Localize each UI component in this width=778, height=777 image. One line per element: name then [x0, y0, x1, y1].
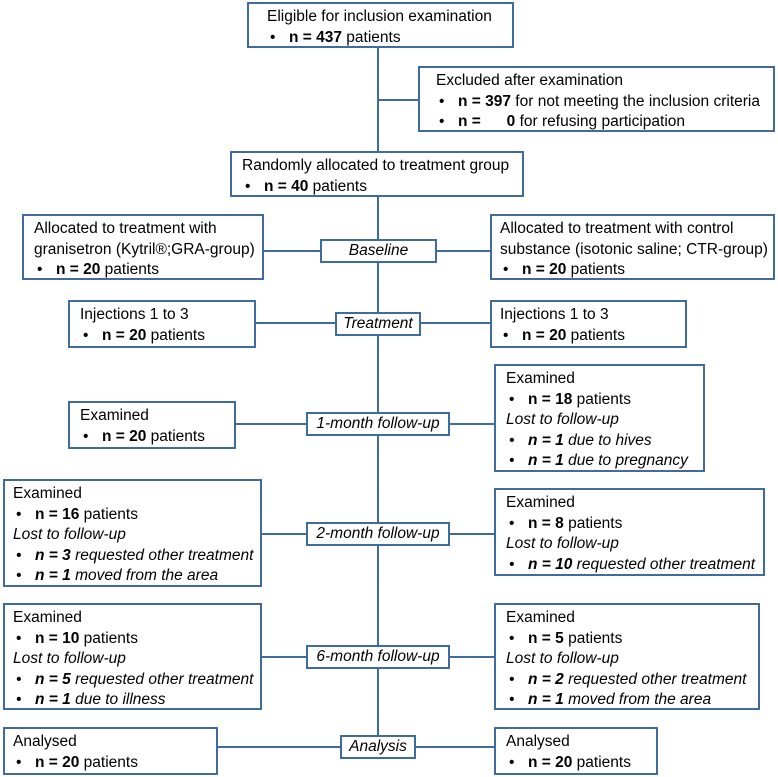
ctr-month6-title: Examined	[506, 609, 575, 626]
ctr-month2-title: Examined	[506, 494, 575, 511]
reason-text: due to illness	[70, 691, 166, 708]
gra-analysed-box: Analysed n = 20 patients	[3, 727, 218, 775]
excluded-title: Excluded after examination	[436, 72, 623, 89]
reason-count: n = 2	[528, 670, 564, 688]
reason-text: moved from the area	[563, 691, 712, 708]
ctr-month6-box: Examined n = 5 patients Lost to follow-u…	[494, 603, 760, 710]
eligible-count: n = 437 patients	[267, 28, 502, 49]
ctr-month2-box: Examined n = 8 patients Lost to follow-u…	[494, 488, 765, 576]
gra-injections-count: n = 20 patients	[80, 326, 244, 347]
reason-count: n = 1	[35, 567, 71, 584]
gra-month6-box: Examined n = 10 patients Lost to follow-…	[3, 603, 262, 710]
reason-count: n = 1	[528, 431, 564, 449]
ctr-month2-reason: n = 10 requested other treatment	[506, 555, 756, 576]
gra-month6-reason: n = 5 requested other treatment	[13, 670, 253, 691]
ctr-month1-count: n = 18 patients	[506, 390, 693, 411]
ctr-analysed-title: Analysed	[506, 733, 570, 750]
randomized-title: Randomly allocated to treatment group	[242, 157, 510, 174]
reason-text: due to hives	[563, 431, 652, 449]
reason-text: requested other treatment	[572, 555, 756, 573]
gra-month1-count: n = 20 patients	[80, 427, 224, 448]
gra-month2-count: n = 16 patients	[13, 505, 250, 526]
reason-count: n = 3	[35, 546, 71, 564]
ctr-injections-count: n = 20 patients	[500, 326, 675, 347]
excluded-refusal: n = 0 for refusing participation	[436, 112, 763, 133]
gra-month6-reason: n = 1 due to illness	[13, 690, 250, 711]
reason-count: n = 1	[528, 691, 564, 708]
ctr-month1-lost-label: Lost to follow-up	[506, 411, 619, 428]
gra-month2-box: Examined n = 16 patients Lost to follow-…	[3, 479, 262, 587]
ctr-month6-reason: n = 1 moved from the area	[506, 690, 748, 711]
reason-count: n = 1	[35, 691, 71, 708]
gra-month2-lost-label: Lost to follow-up	[13, 526, 126, 543]
reason-text: moved from the area	[70, 567, 219, 584]
reason-text: requested other treatment	[70, 670, 254, 688]
eligible-box: Eligible for inclusion examination n = 4…	[247, 2, 514, 48]
reason-count: n = 5	[35, 670, 71, 688]
ctr-month2-lost-label: Lost to follow-up	[506, 535, 619, 552]
randomized-count: n = 40 patients	[242, 177, 512, 198]
randomized-box: Randomly allocated to treatment group n …	[230, 151, 524, 197]
gra-allocated-box: Allocated to treatment with granisetron …	[22, 214, 264, 280]
excluded-box: Excluded after examination n = 397 for n…	[418, 66, 775, 132]
reason-count: n = 10	[528, 555, 573, 573]
ctr-month2-count: n = 8 patients	[506, 514, 753, 535]
gra-injections-title: Injections 1 to 3	[80, 306, 189, 323]
gra-month6-count: n = 10 patients	[13, 629, 250, 650]
ctr-month6-reason: n = 2 requested other treatment	[506, 670, 748, 691]
gra-analysed-count: n = 20 patients	[13, 753, 206, 774]
ctr-injections-box: Injections 1 to 3 n = 20 patients	[490, 300, 687, 348]
stage-analysis: Analysis	[340, 735, 416, 759]
ctr-month1-title: Examined	[506, 370, 575, 387]
gra-month2-title: Examined	[13, 485, 82, 502]
reason-text: requested other treatment	[70, 546, 254, 564]
ctr-analysed-box: Analysed n = 20 patients	[494, 727, 658, 775]
gra-allocated-line2: granisetron (Kytril®;GRA-group)	[34, 240, 255, 258]
gra-month1-box: Examined n = 20 patients	[68, 401, 236, 449]
gra-allocated-line1: Allocated to treatment with	[34, 220, 217, 237]
ctr-injections-title: Injections 1 to 3	[500, 306, 609, 323]
ctr-allocated-box: Allocated to treatment with control subs…	[490, 214, 775, 280]
ctr-analysed-count: n = 20 patients	[506, 753, 646, 774]
gra-month2-reason: n = 1 moved from the area	[13, 566, 250, 587]
stage-month6: 6-month follow-up	[306, 645, 450, 669]
ctr-allocated-line1: Allocated to treatment with control	[500, 220, 734, 237]
gra-month6-lost-label: Lost to follow-up	[13, 650, 126, 667]
ctr-allocated-line2: substance (isotonic saline; CTR-group)	[500, 240, 768, 258]
gra-month2-reason: n = 3 requested other treatment	[13, 546, 253, 567]
reason-count: n = 1	[528, 452, 564, 469]
ctr-month1-reason: n = 1 due to hives	[506, 431, 693, 452]
gra-allocated-count: n = 20 patients	[34, 260, 252, 281]
ctr-month6-count: n = 5 patients	[506, 629, 748, 650]
stage-baseline: Baseline	[320, 239, 437, 263]
gra-injections-box: Injections 1 to 3 n = 20 patients	[68, 300, 256, 348]
gra-month1-title: Examined	[80, 407, 149, 424]
ctr-month6-lost-label: Lost to follow-up	[506, 650, 619, 667]
ctr-month1-box: Examined n = 18 patients Lost to follow-…	[494, 364, 705, 472]
stage-month2: 2-month follow-up	[306, 522, 450, 546]
stage-month1: 1-month follow-up	[306, 412, 450, 436]
gra-analysed-title: Analysed	[13, 733, 77, 750]
ctr-month1-reason: n = 1 due to pregnancy	[506, 451, 693, 472]
reason-text: due to pregnancy	[563, 452, 688, 469]
gra-month6-title: Examined	[13, 609, 82, 626]
eligible-title: Eligible for inclusion examination	[267, 8, 492, 25]
excluded-criteria: n = 397 for not meeting the inclusion cr…	[436, 92, 763, 113]
stage-treatment: Treatment	[335, 312, 421, 336]
ctr-allocated-count: n = 20 patients	[500, 260, 763, 281]
reason-text: requested other treatment	[563, 670, 747, 688]
